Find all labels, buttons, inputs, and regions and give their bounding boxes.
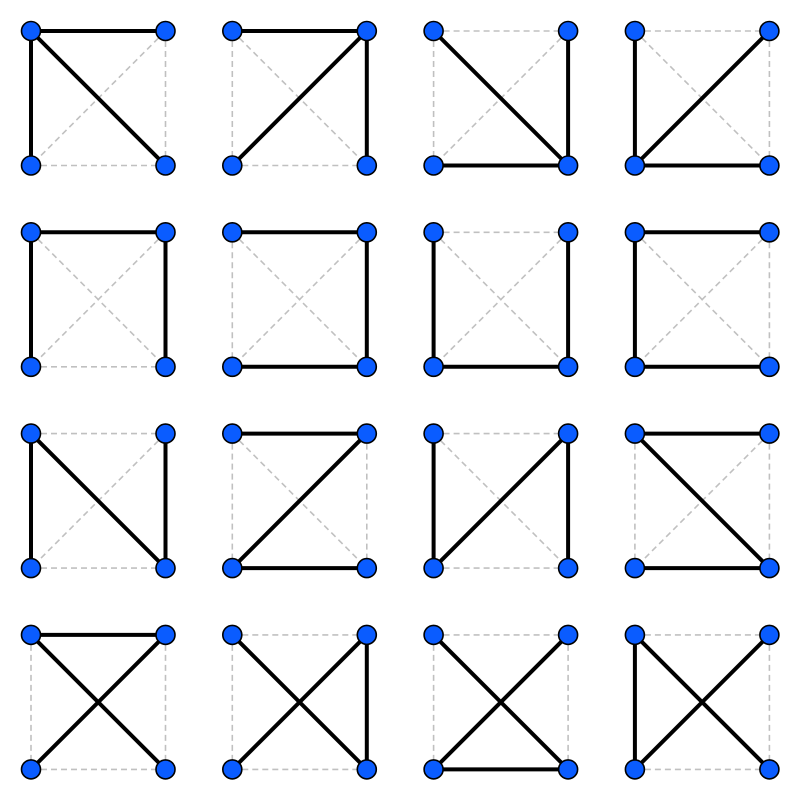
vertex-bottom-left bbox=[624, 557, 646, 579]
vertex-top-left bbox=[20, 222, 42, 243]
vertex-bottom-right bbox=[759, 356, 780, 378]
vertex-bottom-right bbox=[557, 557, 579, 579]
spanning-tree-graph bbox=[20, 222, 176, 378]
vertex-top-left bbox=[222, 20, 243, 42]
vertex-top-left bbox=[624, 20, 646, 42]
vertex-bottom-left bbox=[222, 155, 243, 176]
spanning-tree-graph bbox=[222, 20, 378, 176]
vertex-bottom-right bbox=[155, 356, 176, 378]
vertex-top-left bbox=[423, 222, 444, 243]
absent-edge bbox=[231, 231, 368, 368]
vertex-bottom-right bbox=[557, 155, 579, 176]
vertex-top-right bbox=[155, 222, 176, 243]
vertex-top-left bbox=[222, 423, 243, 444]
spanning-tree-graph bbox=[20, 624, 176, 780]
vertex-top-right bbox=[155, 423, 176, 444]
vertex-bottom-left bbox=[423, 759, 444, 780]
absent-edge bbox=[30, 231, 167, 368]
tree-edge bbox=[230, 29, 369, 168]
spanning-tree-graph bbox=[20, 423, 176, 579]
vertex-top-right bbox=[356, 20, 378, 42]
vertex-bottom-left bbox=[20, 155, 42, 176]
tree-edge bbox=[29, 29, 168, 168]
spanning-tree-graph bbox=[624, 222, 780, 378]
vertex-top-left bbox=[423, 423, 444, 444]
vertex-bottom-right bbox=[759, 759, 780, 780]
tree-edge bbox=[29, 431, 168, 571]
vertex-top-left bbox=[20, 20, 42, 42]
vertex-top-right bbox=[759, 624, 780, 646]
vertex-top-left bbox=[624, 222, 646, 243]
spanning-tree-graph bbox=[624, 20, 780, 176]
vertex-bottom-right bbox=[759, 155, 780, 176]
vertex-bottom-right bbox=[155, 155, 176, 176]
vertex-bottom-right bbox=[356, 557, 378, 579]
spanning-tree-graph bbox=[423, 20, 579, 176]
vertex-bottom-right bbox=[155, 759, 176, 780]
vertex-top-right bbox=[759, 20, 780, 42]
vertex-bottom-right bbox=[356, 759, 378, 780]
spanning-tree-graph bbox=[624, 423, 780, 579]
vertex-bottom-left bbox=[222, 557, 243, 579]
tree-edge bbox=[632, 632, 772, 772]
vertex-bottom-left bbox=[222, 356, 243, 378]
vertex-bottom-left bbox=[624, 759, 646, 780]
vertex-top-right bbox=[356, 423, 378, 444]
vertex-top-right bbox=[356, 624, 378, 646]
spanning-tree-graph bbox=[222, 222, 378, 378]
spanning-tree-graph bbox=[423, 624, 579, 780]
vertex-bottom-right bbox=[557, 759, 579, 780]
vertex-bottom-right bbox=[155, 557, 176, 579]
vertex-bottom-left bbox=[20, 557, 42, 579]
vertex-bottom-right bbox=[356, 155, 378, 176]
tree-edge bbox=[431, 431, 571, 571]
vertex-bottom-right bbox=[557, 356, 579, 378]
absent-edge bbox=[634, 231, 770, 368]
tree-edge bbox=[230, 431, 369, 571]
vertex-top-right bbox=[759, 423, 780, 444]
vertex-bottom-right bbox=[356, 356, 378, 378]
vertex-top-right bbox=[356, 222, 378, 243]
vertex-top-left bbox=[20, 423, 42, 444]
vertex-top-left bbox=[20, 624, 42, 646]
vertex-bottom-left bbox=[624, 155, 646, 176]
vertex-top-left bbox=[624, 624, 646, 646]
vertex-top-right bbox=[557, 624, 579, 646]
vertex-top-right bbox=[557, 222, 579, 243]
vertex-top-left bbox=[423, 20, 444, 42]
vertex-top-right bbox=[155, 624, 176, 646]
vertex-bottom-left bbox=[423, 557, 444, 579]
spanning-tree-graph bbox=[624, 624, 780, 780]
tree-edge bbox=[431, 29, 571, 168]
vertex-bottom-right bbox=[759, 557, 780, 579]
tree-edge bbox=[632, 29, 772, 168]
vertex-top-right bbox=[557, 20, 579, 42]
vertex-bottom-left bbox=[423, 356, 444, 378]
spanning-tree-graph bbox=[423, 423, 579, 579]
tree-edge bbox=[29, 632, 168, 772]
vertex-top-left bbox=[624, 423, 646, 444]
vertex-bottom-left bbox=[222, 759, 243, 780]
vertex-top-left bbox=[423, 624, 444, 646]
spanning-tree-graph bbox=[423, 222, 579, 378]
vertex-bottom-left bbox=[423, 155, 444, 176]
vertex-top-right bbox=[155, 20, 176, 42]
spanning-tree-graph bbox=[20, 20, 176, 176]
tree-edge bbox=[632, 431, 772, 571]
vertex-bottom-left bbox=[20, 759, 42, 780]
vertex-top-left bbox=[222, 624, 243, 646]
vertex-top-right bbox=[557, 423, 579, 444]
vertex-top-left bbox=[222, 222, 243, 243]
spanning-tree-graph bbox=[222, 624, 378, 780]
vertex-top-right bbox=[759, 222, 780, 243]
vertex-bottom-left bbox=[20, 356, 42, 378]
vertex-bottom-left bbox=[624, 356, 646, 378]
tree-edge bbox=[230, 632, 369, 772]
tree-edge bbox=[431, 632, 571, 772]
absent-edge bbox=[433, 231, 569, 368]
spanning-tree-graph bbox=[222, 423, 378, 579]
